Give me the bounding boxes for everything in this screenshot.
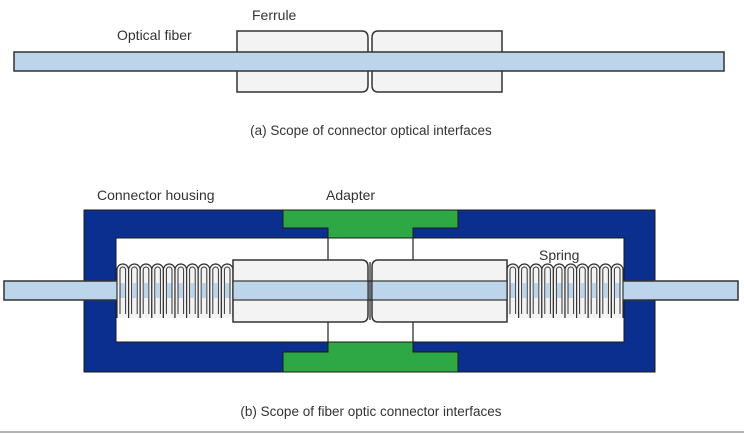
spring-coil-inner bbox=[613, 266, 621, 314]
spring-fiber-window bbox=[522, 283, 527, 298]
spring-coil-inner bbox=[602, 266, 609, 314]
spring-fiber-window bbox=[120, 283, 126, 298]
spring-coil-inner bbox=[165, 266, 173, 314]
caption-a: (a) Scope of connector optical interface… bbox=[250, 123, 492, 138]
spring-fiber-window bbox=[568, 283, 574, 298]
spring-fiber-window bbox=[545, 283, 550, 298]
spring-coil-inner bbox=[142, 266, 150, 314]
spring-fiber-window bbox=[591, 283, 597, 298]
spring-fiber-window bbox=[201, 283, 207, 298]
spring-fiber-window bbox=[166, 283, 172, 298]
spring-left bbox=[116, 263, 234, 318]
spring-coil-inner bbox=[567, 266, 575, 314]
spring-fiber-window bbox=[603, 283, 608, 298]
spring-fiber-window bbox=[155, 283, 160, 298]
spring-coil-inner bbox=[177, 266, 185, 314]
spring-fiber-window bbox=[132, 283, 137, 298]
spring-coil-inner bbox=[154, 266, 161, 314]
fiber-in-ferrule-right bbox=[371, 280, 508, 301]
spring-coil-inner bbox=[200, 266, 208, 314]
spring-coil-inner bbox=[509, 266, 517, 314]
optical-fiber bbox=[13, 51, 725, 72]
caption-b: (b) Scope of fiber optic connector inter… bbox=[240, 404, 501, 419]
spring-fiber-window bbox=[190, 283, 195, 298]
spring-coil-inner bbox=[119, 266, 127, 314]
spring-fiber-window bbox=[213, 283, 218, 298]
spring-fiber-window bbox=[510, 283, 516, 298]
spring-coil-inner bbox=[212, 266, 219, 314]
part-a: Optical fiber Ferrule (a) Scope of conne… bbox=[13, 7, 725, 138]
spring-fiber-window bbox=[580, 283, 585, 298]
spring-fiber-window bbox=[533, 283, 539, 298]
spring-coil-inner bbox=[555, 266, 563, 314]
spring-coil-inner bbox=[521, 266, 528, 314]
optical-fiber-label: Optical fiber bbox=[117, 27, 192, 43]
spring-coil-inner bbox=[579, 266, 586, 314]
spring-label: Spring bbox=[539, 247, 579, 263]
part-b: Connector housing Adapter Spring (b) Sco… bbox=[3, 187, 739, 419]
ferrule-label: Ferrule bbox=[252, 7, 297, 23]
spring-coil-inner bbox=[544, 266, 551, 314]
spring-fiber-window bbox=[614, 283, 620, 298]
connector-housing-left bbox=[83, 209, 329, 373]
spring-coil-inner bbox=[532, 266, 540, 314]
optical-fiber-b bbox=[3, 280, 739, 301]
spring-coil-inner bbox=[131, 266, 138, 314]
connector-housing-label: Connector housing bbox=[97, 187, 215, 203]
spring-fiber-window bbox=[556, 283, 562, 298]
spring-fiber-window bbox=[178, 283, 184, 298]
spring-fiber-window bbox=[224, 283, 230, 298]
adapter-label: Adapter bbox=[326, 187, 375, 203]
fiber-in-ferrule-left bbox=[232, 280, 369, 301]
spring-coil-inner bbox=[223, 266, 231, 314]
spring-coil-inner bbox=[189, 266, 196, 314]
spring-right bbox=[506, 263, 624, 318]
spring-coil-inner bbox=[590, 266, 598, 314]
spring-fiber-window bbox=[143, 283, 149, 298]
